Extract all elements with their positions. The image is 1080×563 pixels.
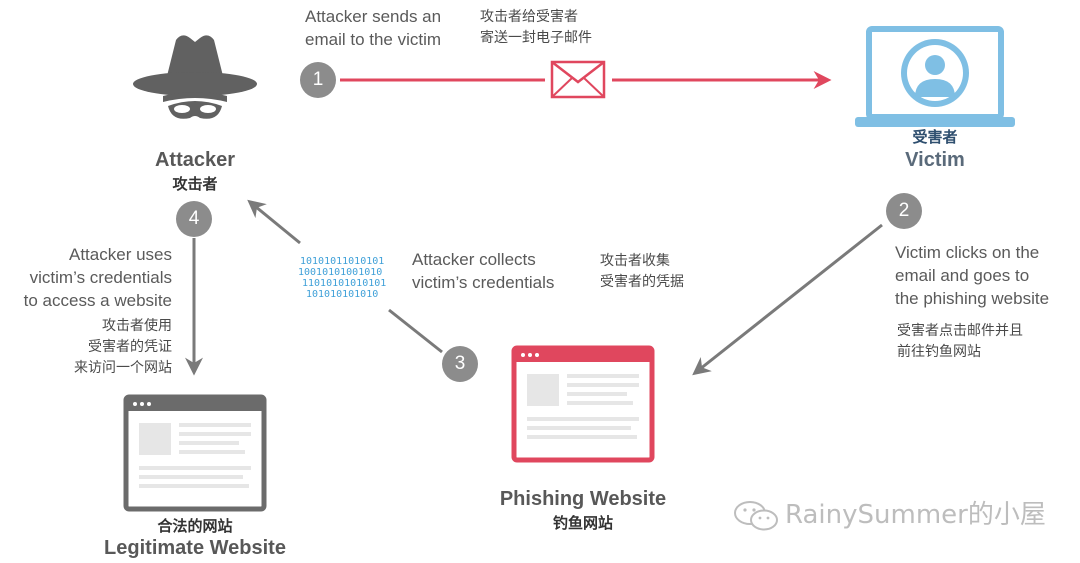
step1-text-cn-line1: 攻击者给受害者 (480, 9, 578, 25)
legit-title-cn: 合法的网站 (157, 517, 233, 535)
step-2-badge: 2 (886, 193, 922, 229)
step-4-badge: 4 (176, 201, 212, 237)
step2-text-en-line3: the phishing website (895, 289, 1050, 308)
step4-text-cn-line2: 受害者的凭证 (88, 339, 172, 355)
victim-title: Victim (905, 149, 965, 171)
step1-text-en-line2: email to the victim (305, 30, 442, 49)
step4-text-en-line3: to access a website (23, 291, 172, 310)
step3-text-cn-line1: 攻击者收集 (600, 253, 670, 269)
step4-text-en-line2: victim’s credentials (29, 268, 172, 287)
victim-title-cn: 受害者 (912, 128, 958, 146)
step3-text-en-line1: Attacker collects (412, 250, 536, 269)
browser-window-icon (511, 345, 655, 463)
spy-icon (133, 35, 257, 119)
phishing-title-cn: 钓鱼网站 (552, 514, 613, 532)
step3-text-cn-line2: 受害者的凭据 (600, 274, 684, 290)
binary-data-line4: 101010101010 (306, 289, 379, 300)
step-1-badge: 1 (300, 62, 336, 98)
envelope-icon (550, 60, 606, 99)
arrow-step2 (692, 223, 883, 376)
step1-text-en-line1: Attacker sends an (305, 7, 442, 26)
arrow-step3-upper (247, 199, 301, 245)
step-3-badge: 3 (442, 346, 478, 382)
step1-text-cn-line2: 寄送一封电子邮件 (480, 30, 592, 46)
watermark-text: RainySummer的小屋 (785, 500, 1046, 530)
browser-window-icon (123, 394, 267, 512)
step4-text-cn-line1: 攻击者使用 (102, 318, 172, 334)
phishing-title: Phishing Website (499, 488, 667, 510)
step2-text-en-line1: Victim clicks on the (895, 243, 1040, 262)
step4-text-en-line1: Attacker uses (69, 245, 172, 264)
step4-text-cn-line3: 来访问一个网站 (74, 360, 172, 376)
binary-data-line1: 10101011010101 (300, 256, 385, 267)
binary-data-line2: 10010101001010 (298, 267, 383, 278)
attacker-title-cn: 攻击者 (172, 175, 218, 193)
wechat-icon (734, 501, 778, 531)
attacker-title: Attacker (154, 149, 236, 171)
user-avatar-icon (901, 39, 969, 107)
step3-text-en-line2: victim’s credentials (412, 273, 555, 292)
laptop-icon (855, 26, 1015, 127)
step2-text-cn-line2: 前往钓鱼网站 (897, 344, 981, 360)
arrow-step3-lower (388, 308, 443, 354)
step2-text-cn-line1: 受害者点击邮件并且 (897, 323, 1023, 339)
legit-title: Legitimate Website (104, 537, 286, 559)
step2-text-en-line2: email and goes to (895, 266, 1030, 285)
binary-data-line3: 11010101010101 (302, 278, 387, 289)
